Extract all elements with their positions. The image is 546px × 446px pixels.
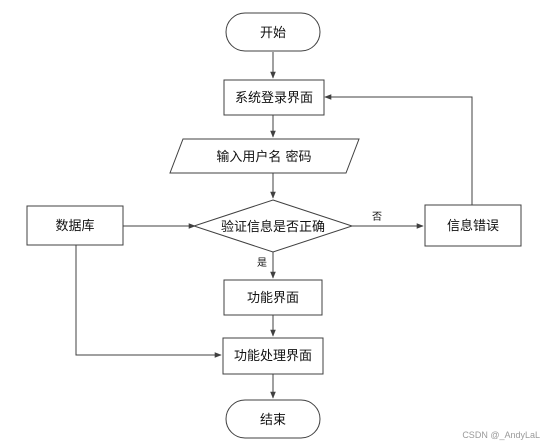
function-ui-node: [223, 279, 323, 316]
error-node: [424, 204, 522, 247]
edge-label-yes: 是: [257, 257, 267, 269]
login-ui-node: [223, 79, 325, 116]
start-label: 开始: [260, 26, 286, 41]
error-label: 信息错误: [447, 218, 499, 234]
start-node: [225, 12, 321, 52]
end-node: [225, 399, 321, 439]
database-label: 数据库: [55, 218, 94, 234]
input-label: 输入用户名 密码: [216, 149, 311, 165]
edge-error-login: [324, 94, 473, 205]
verify-label: 验证信息是否正确: [221, 219, 325, 235]
edge-label-no: 否: [372, 211, 382, 223]
process-ui-label: 功能处理界面: [234, 349, 312, 364]
verify-node: [192, 199, 354, 253]
login-ui-label: 系统登录界面: [235, 91, 313, 106]
watermark: CSDN @_AndyLaL: [462, 430, 540, 440]
end-label: 结束: [260, 413, 286, 428]
function-ui-label: 功能界面: [247, 291, 299, 306]
database-node: [26, 205, 124, 246]
edge-database-process: [75, 245, 222, 358]
input-node: [169, 138, 360, 174]
process-ui-node: [222, 337, 324, 375]
